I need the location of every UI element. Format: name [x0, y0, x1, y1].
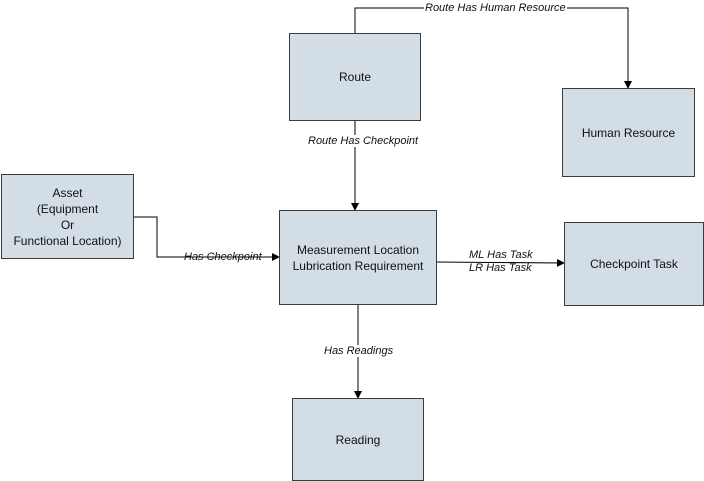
route-box: Route: [289, 33, 421, 121]
edge-label-route-has-human-resource: Route Has Human Resource: [424, 2, 567, 14]
reading-box: Reading: [292, 398, 424, 481]
measurement-label-line-2: Lubrication Requirement: [292, 258, 424, 273]
asset-label-line-3: Or: [60, 217, 75, 232]
edge-label-ml-has-task: ML Has Task: [469, 249, 533, 261]
measurement-box: Measurement Location Lubrication Require…: [279, 210, 437, 305]
edge-label-has-readings: Has Readings: [323, 345, 395, 357]
checkpoint-task-label: Checkpoint Task: [590, 257, 678, 271]
edge-label-has-checkpoint: Has Checkpoint: [184, 251, 262, 263]
human-resource-label: Human Resource: [581, 125, 676, 140]
reading-label: Reading: [335, 432, 381, 447]
asset-box: Asset (Equipment Or Functional Location): [1, 174, 134, 259]
human-resource-box: Human Resource: [562, 88, 695, 177]
edge-label-lr-has-task: LR Has Task: [469, 262, 532, 274]
checkpoint-task-box: Checkpoint Task: [564, 222, 704, 306]
asset-label-line-4: Functional Location): [13, 233, 122, 248]
connector-has-task: [435, 258, 565, 267]
connector-has-checkpoint: [133, 216, 280, 261]
asset-label-line-2: (Equipment: [36, 201, 99, 216]
route-label: Route: [338, 70, 372, 84]
measurement-label-line-1: Measurement Location: [296, 242, 420, 257]
edge-label-route-has-checkpoint: Route Has Checkpoint: [307, 135, 420, 147]
asset-label-line-1: Asset: [52, 185, 83, 200]
